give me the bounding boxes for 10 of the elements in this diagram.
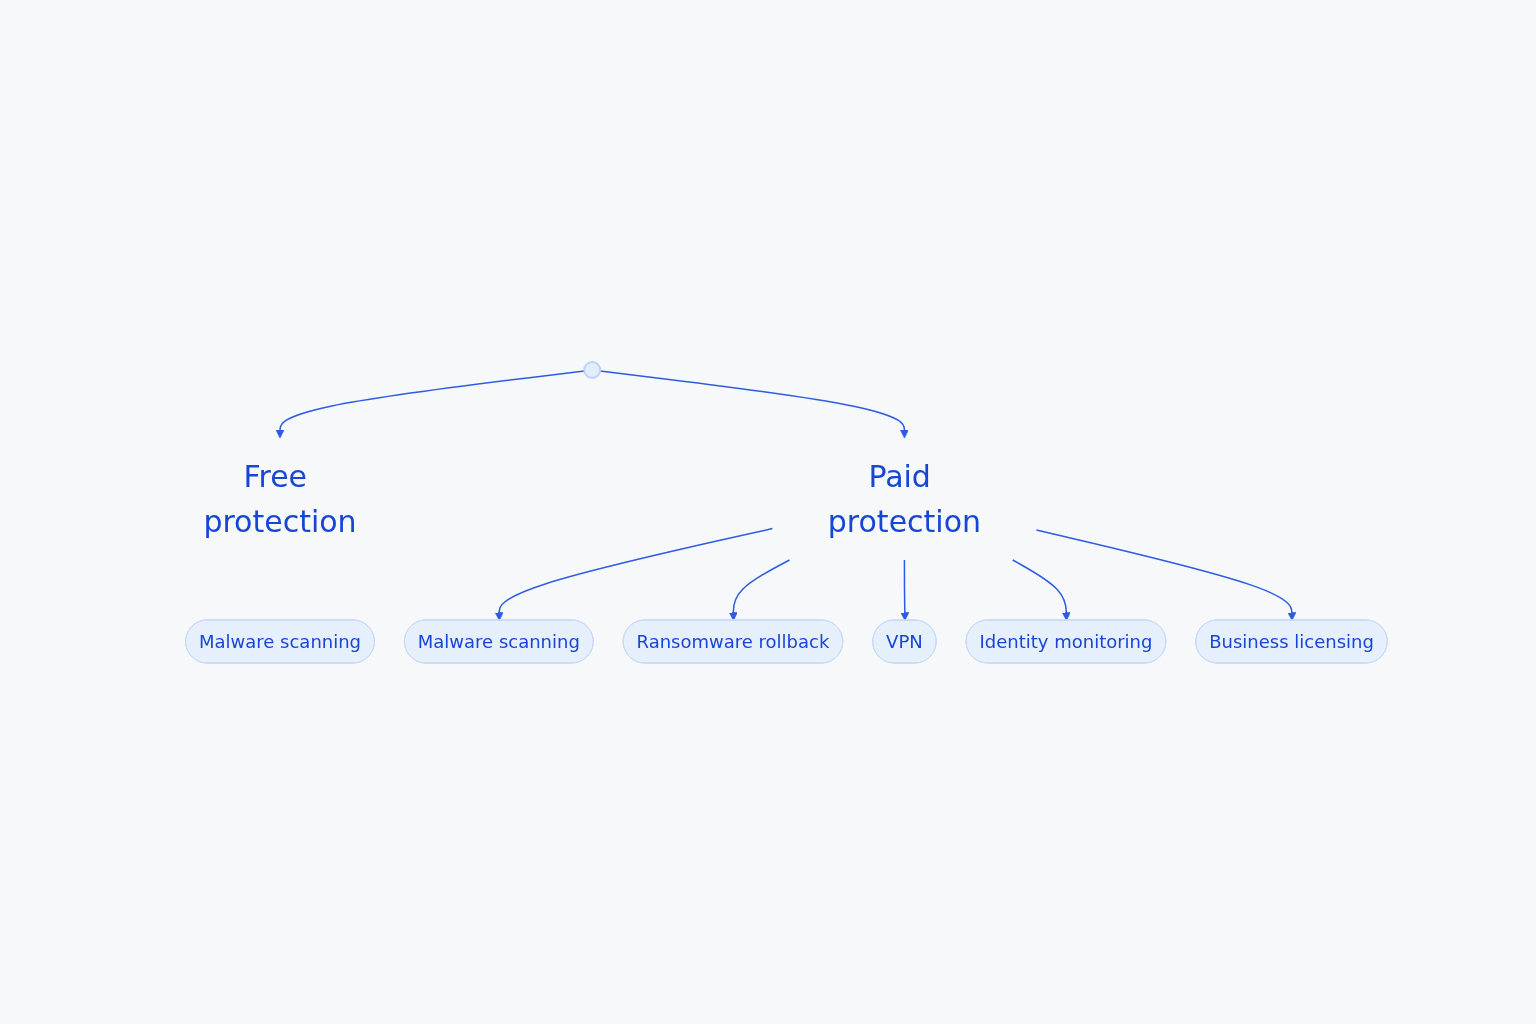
arrow	[729, 558, 791, 621]
arrow	[495, 527, 774, 621]
arrow	[276, 369, 586, 438]
node-text: Free protection	[203, 458, 358, 539]
node-circle	[583, 360, 602, 379]
arrow	[1012, 558, 1072, 621]
arrow	[900, 558, 910, 621]
arrow	[599, 369, 910, 438]
node-text: Paid protection	[828, 458, 982, 539]
arrow	[1036, 528, 1297, 621]
